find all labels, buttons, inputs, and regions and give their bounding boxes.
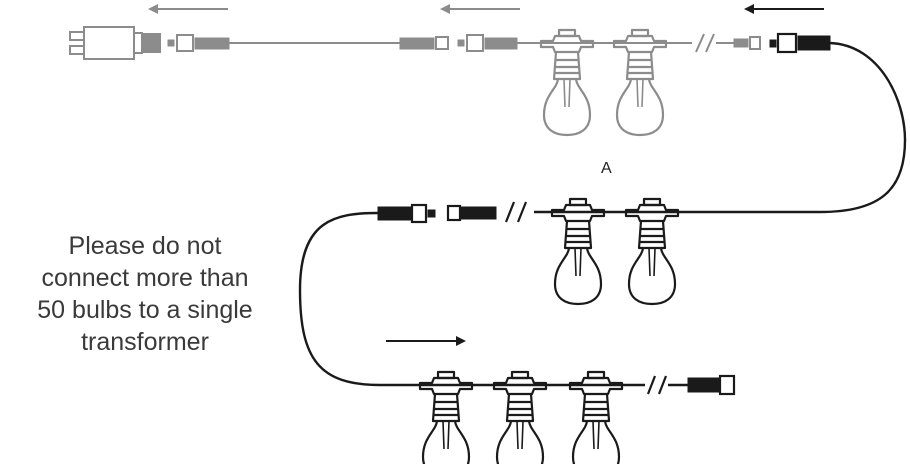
note-line: Please do not [68, 232, 222, 260]
connector-icon [446, 204, 497, 222]
direction-arrow-icon [439, 3, 521, 15]
note-line: connect more than [41, 264, 249, 292]
bulb-limit-note: Please do not connect more than 50 bulbs… [0, 230, 290, 358]
connector-icon [457, 34, 518, 52]
transformer-plug-icon [69, 26, 161, 60]
break-mark-icon [504, 201, 528, 223]
marker-a-label: A [601, 160, 612, 177]
direction-arrow-icon [147, 3, 229, 15]
connector-icon [769, 32, 831, 54]
connector-icon [399, 36, 449, 50]
active-string [298, 3, 907, 464]
direction-arrow-icon [386, 336, 466, 346]
note-line: transformer [81, 328, 209, 356]
connector-icon [377, 203, 436, 224]
note-line: 50 bulbs to a single [37, 296, 253, 324]
bulb-socket-icon [550, 197, 606, 306]
break-mark-icon [695, 33, 715, 53]
break-mark-icon [646, 375, 668, 395]
bulb-socket-icon [612, 28, 668, 137]
bulb-socket-icon [539, 28, 595, 137]
direction-arrow-icon [743, 3, 825, 15]
connector-icon [687, 374, 736, 396]
connector-icon [167, 34, 230, 52]
bulb-socket-icon [624, 197, 680, 306]
previous-strings-faded [69, 3, 761, 137]
